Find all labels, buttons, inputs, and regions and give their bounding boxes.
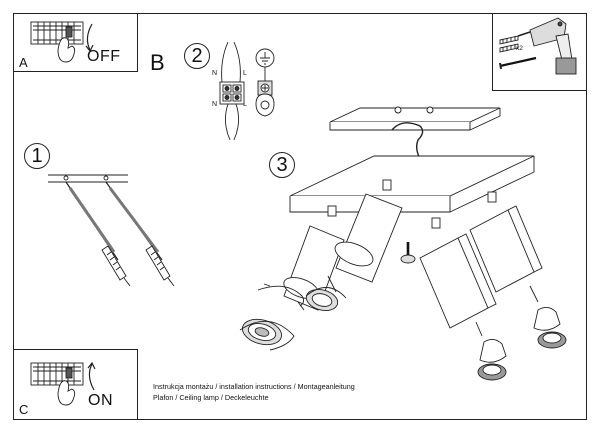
wire-label-l-bottom: L — [243, 101, 247, 108]
breaker-switch — [65, 367, 73, 379]
anchor-count: x2 — [516, 45, 523, 52]
arrow-down-icon — [86, 23, 93, 51]
mounting-bracket — [329, 106, 501, 163]
arrow-up-icon — [88, 363, 95, 391]
breaker-switch — [65, 26, 73, 38]
step-1-badge: 1 — [24, 143, 50, 169]
switch-off-label: OFF — [87, 48, 121, 65]
step-2-badge: 2 — [184, 43, 210, 69]
terminal-block — [219, 41, 245, 141]
drill-icon — [517, 17, 577, 75]
wire-label-l-top: L — [243, 70, 247, 77]
hand-icon — [57, 37, 76, 63]
step-3-badge: 3 — [269, 152, 295, 178]
spot-center — [400, 233, 507, 381]
diagram-frame — [13, 13, 587, 420]
canopy-plate — [289, 155, 535, 213]
wall-plug-left — [65, 181, 131, 287]
caption-instructions: Instrukcja montażu / installation instru… — [153, 382, 355, 391]
wire-label-n-top: N — [212, 70, 218, 77]
wire-label-n-bottom: N — [212, 101, 218, 108]
ceiling-line — [48, 174, 128, 183]
section-b-letter: B — [150, 50, 165, 75]
cable-glands — [327, 179, 497, 229]
caption-product: Plafon / Ceiling lamp / Deckeleuchte — [153, 393, 269, 402]
wall-plug-right — [105, 181, 175, 287]
ground-terminal — [255, 48, 275, 117]
wall-plug-icon — [499, 35, 519, 53]
panel-c-letter: C — [19, 402, 29, 417]
panel-a-letter: A — [19, 55, 28, 70]
spot-left-back — [305, 193, 403, 311]
spot-right — [469, 205, 567, 349]
hand-icon — [57, 380, 76, 406]
spot-left-front — [239, 225, 345, 351]
screw-icon — [499, 56, 537, 70]
switch-on-label: ON — [88, 392, 113, 409]
